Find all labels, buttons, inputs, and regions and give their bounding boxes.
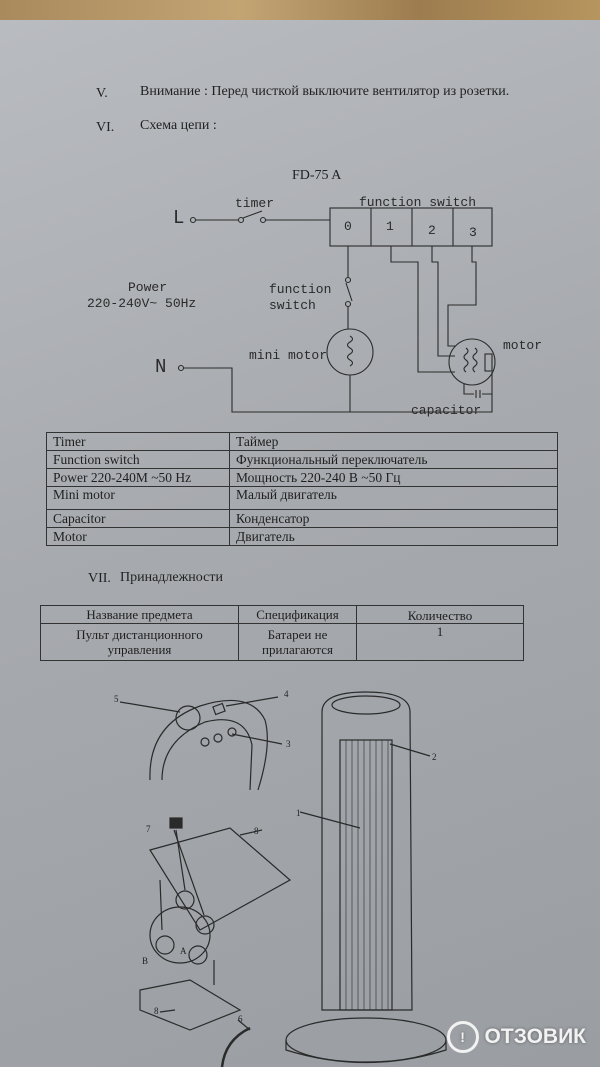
item-spec-line2: прилагаются <box>262 642 333 657</box>
watermark-ring-icon: ! <box>446 1021 479 1053</box>
glossary-ru: Двигатель <box>229 527 558 546</box>
fan-base <box>285 1017 447 1063</box>
section-v-text: Внимание : Перед чисткой выключите венти… <box>140 84 510 99</box>
callout-4: 4 <box>284 689 289 699</box>
callout-8-lower: 8 <box>154 1006 159 1016</box>
function-switch-label: function switch <box>359 195 477 210</box>
circuit-diagram <box>177 207 496 413</box>
callout-7: 7 <box>146 824 151 834</box>
power-voltage-label: 220-240V~ 50Hz <box>87 296 197 311</box>
switch-position-1: 1 <box>386 219 394 234</box>
mini-motor-label: mini motor <box>249 348 328 363</box>
timer-label: timer <box>235 196 275 211</box>
callout-A: A <box>180 946 187 956</box>
callout-8-upper: 8 <box>254 826 259 836</box>
switch-position-2: 2 <box>428 223 436 238</box>
switch-position-0: 0 <box>344 219 352 234</box>
header-spec: Спецификация <box>238 605 357 624</box>
motor-label: motor <box>503 338 543 353</box>
item-qty: 1 <box>356 623 524 661</box>
callout-6: 6 <box>238 1014 243 1024</box>
callout-3: 3 <box>286 739 291 749</box>
glossary-en: Capacitor <box>46 509 230 528</box>
base-plate-lower <box>139 979 242 1031</box>
watermark-logo: ! ОТЗОВИК <box>446 1021 586 1053</box>
table-row: Название предмета Спецификация Количеств… <box>40 605 524 624</box>
line-N-label: N <box>155 356 167 378</box>
glossary-en: Motor <box>46 527 230 546</box>
function-switch-side-label-2: switch <box>269 298 316 313</box>
fan-grille <box>339 739 393 1011</box>
callout-5: 5 <box>114 694 119 704</box>
model-label: FD-75 A <box>292 168 342 183</box>
item-spec-line1: Батареи не <box>267 627 328 642</box>
callout-1: 1 <box>296 808 301 818</box>
base-plate-upper <box>149 827 292 931</box>
function-switch-side-label: function <box>269 282 332 297</box>
timer-knob <box>175 705 201 731</box>
item-name-line2: управления <box>107 642 172 657</box>
glossary-ru: Мощность 220-240 В ~50 Гц <box>229 468 558 487</box>
callout-B: B <box>142 956 149 966</box>
item-name-line1: Пульт дистанционного <box>76 627 203 642</box>
section-vi-text: Схема цепи : <box>140 118 217 133</box>
switch-position-3: 3 <box>469 225 477 240</box>
capacitor-label: capacitor <box>411 403 482 418</box>
control-panel-outline <box>149 699 268 791</box>
callout-2: 2 <box>432 752 437 762</box>
section-vi-number: VI. <box>96 120 115 135</box>
section-vii-text: Принадлежности <box>120 570 223 585</box>
tower-fan-body <box>321 691 413 1011</box>
header-qty: Количество <box>356 605 524 624</box>
watermark-text: ОТЗОВИК <box>484 1025 586 1048</box>
accessories-table: Название предмета Спецификация Количеств… <box>40 605 524 661</box>
line-L-label: L <box>173 207 185 229</box>
table-edge <box>0 0 600 20</box>
power-label: Power <box>128 280 168 295</box>
section-vii-number: VII. <box>88 571 111 586</box>
section-v-number: V. <box>96 86 108 101</box>
glossary-en: Power 220-240M ~50 Hz <box>46 468 230 487</box>
